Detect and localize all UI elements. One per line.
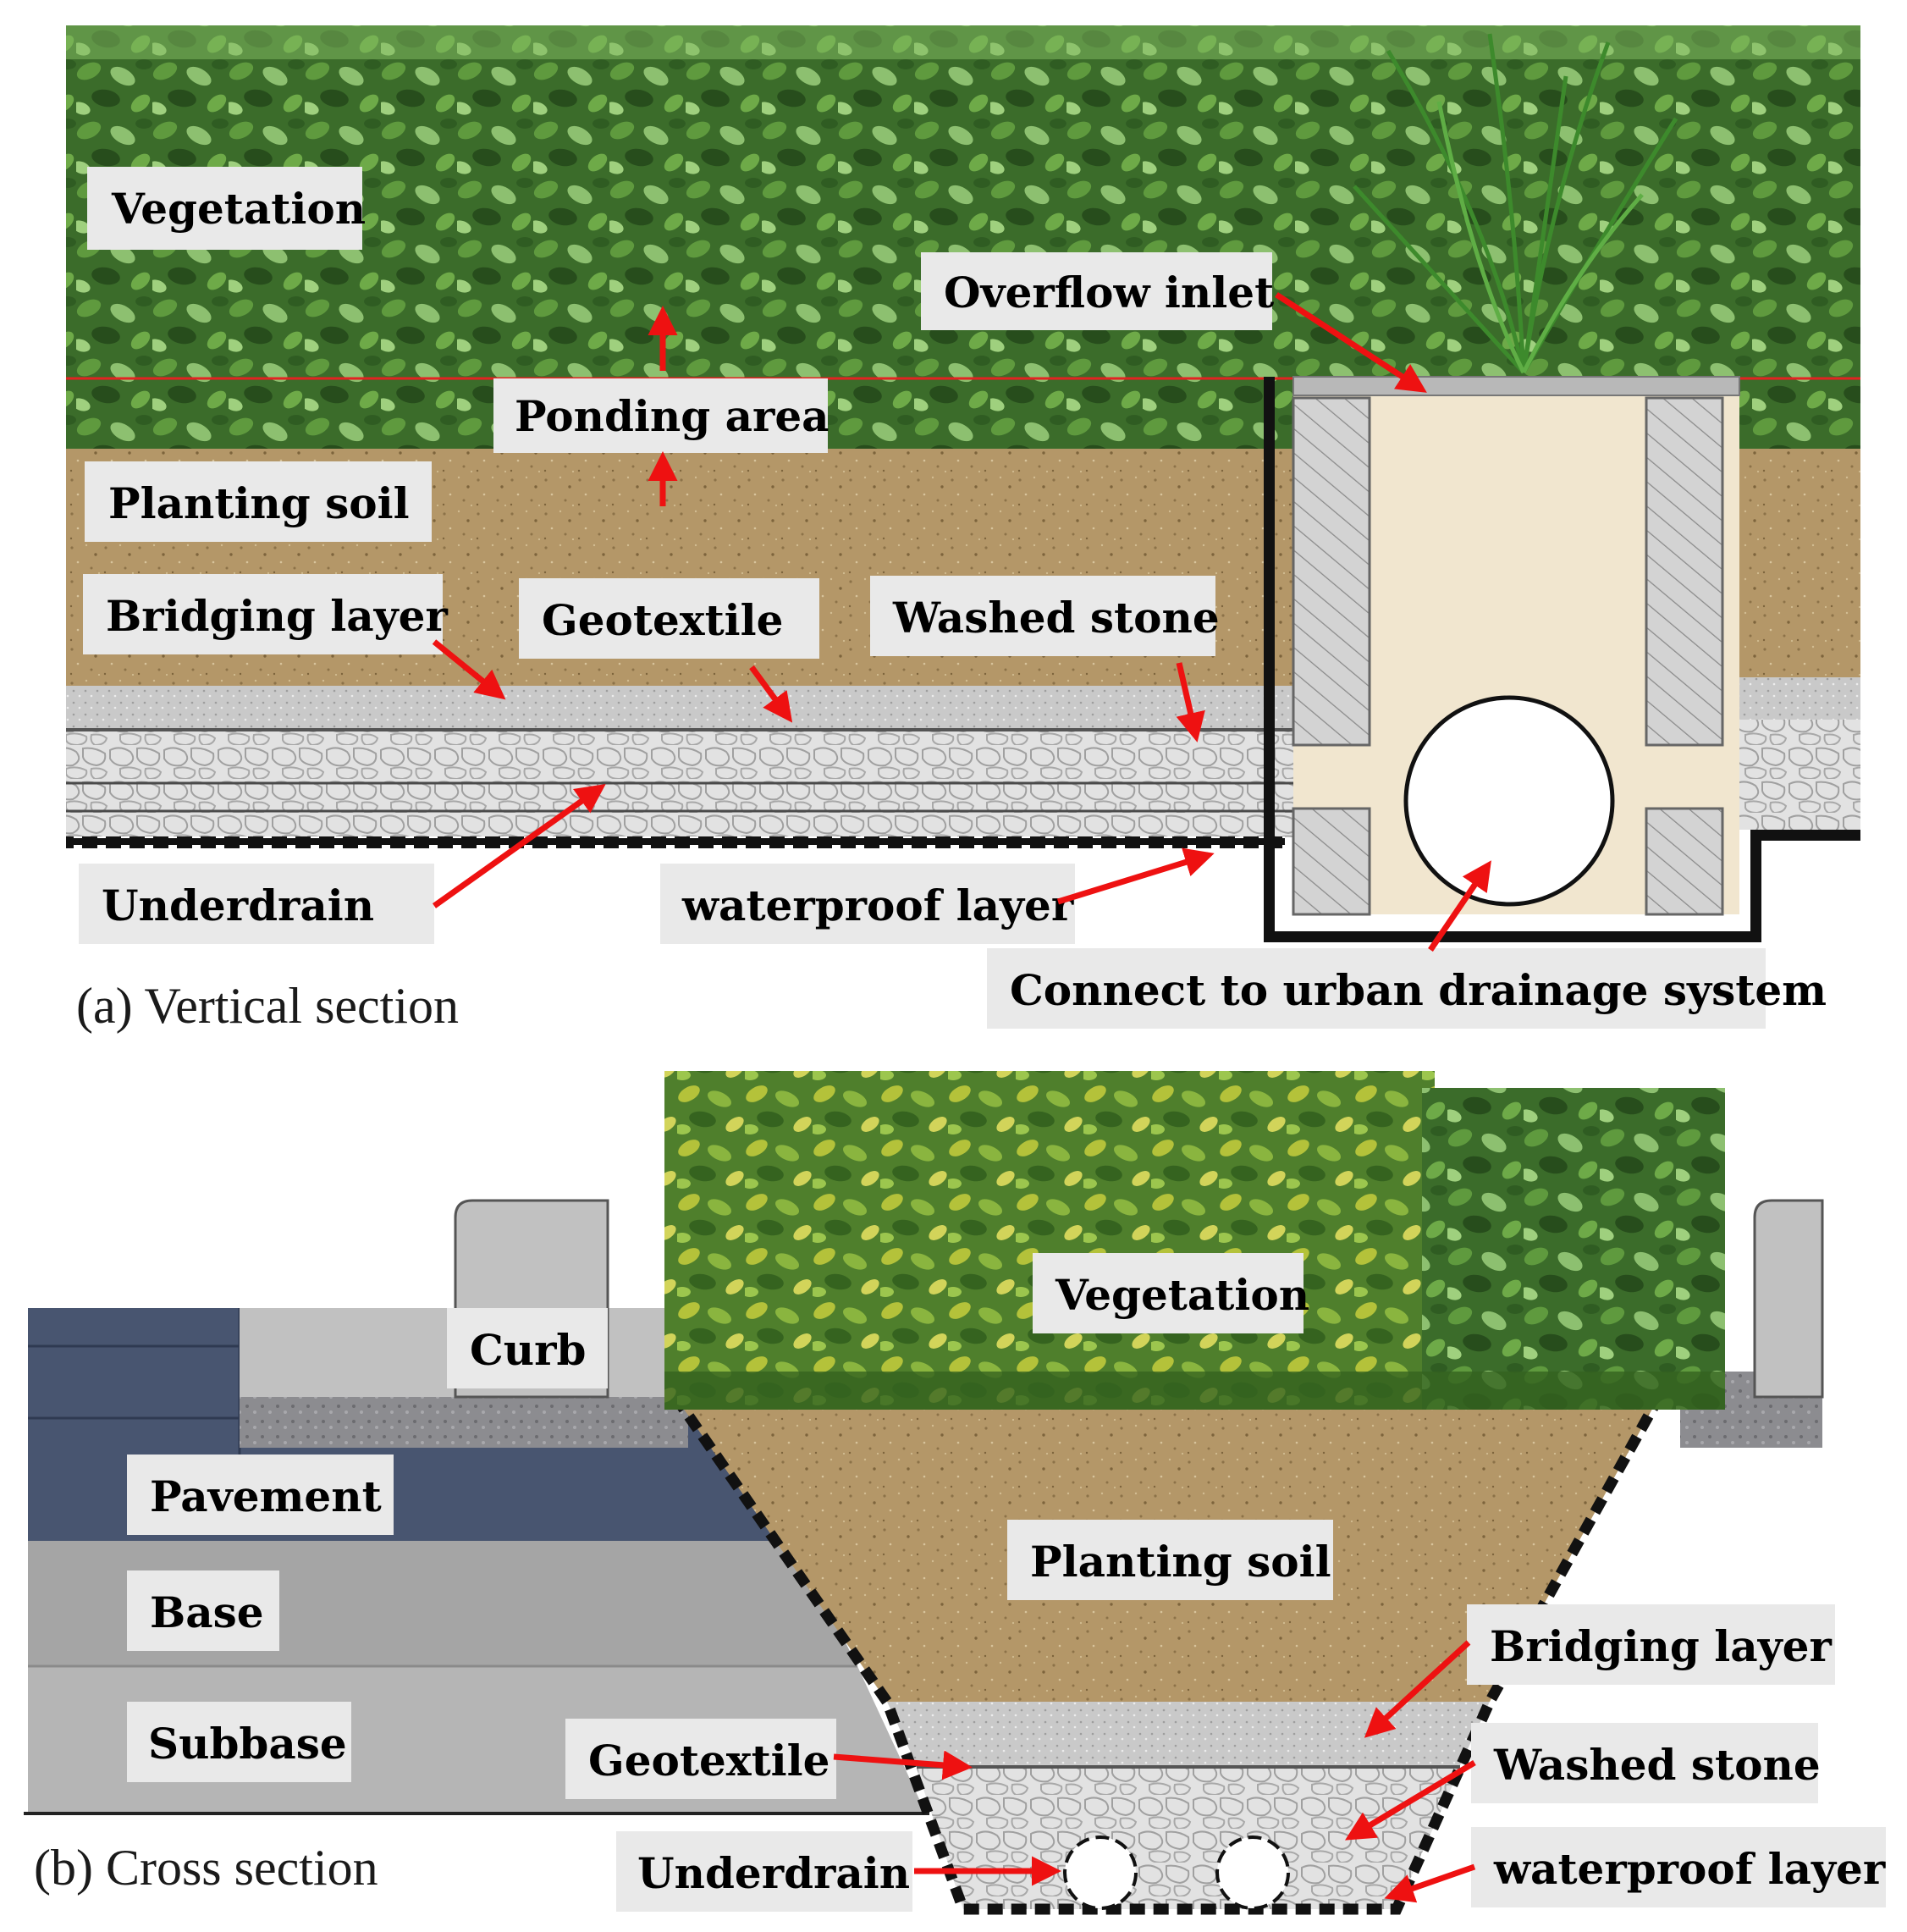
overflow-grate (1292, 376, 1740, 396)
svg-text:Bridging layer: Bridging layer (1490, 1621, 1832, 1671)
svg-text:Planting soil: Planting soil (1030, 1537, 1331, 1587)
svg-text:Washed stone: Washed stone (892, 593, 1220, 643)
svg-text:Connect to urban drainage syst: Connect to urban drainage system (1010, 965, 1827, 1015)
overflow-wall-left-lower (1292, 807, 1371, 916)
arrow-waterproof-a (1056, 847, 1215, 905)
overflow-box (1264, 376, 1860, 942)
xs-vegetation-left (664, 1071, 1435, 1410)
arrow-waterproof-b (1384, 1863, 1476, 1903)
label-vegetation-a: Vegetation (87, 167, 366, 250)
arrows-cross (833, 1640, 1476, 1903)
label-bridging-layer-b: Bridging layer (1467, 1604, 1835, 1685)
label-waterproof-layer-a: waterproof layer (660, 864, 1075, 944)
svg-text:Underdrain: Underdrain (102, 880, 374, 930)
xs-vegetation-base (664, 1372, 1725, 1410)
svg-text:Geotextile: Geotextile (588, 1736, 829, 1786)
label-washed-stone-b: Washed stone (1471, 1723, 1821, 1803)
svg-text:waterproof layer: waterproof layer (1493, 1844, 1886, 1894)
drain-pipe (1403, 695, 1615, 907)
svg-text:Base: Base (150, 1587, 264, 1637)
vs-bridging-layer (66, 686, 1293, 728)
vs-grass-clump (1353, 33, 1678, 374)
xs-gutter-gravel-left (240, 1397, 688, 1448)
svg-text:Overflow inlet: Overflow inlet (944, 268, 1274, 317)
xs-washed-stone-layer (917, 1769, 1460, 1909)
xs-vegetation-right (1422, 1088, 1725, 1410)
label-base: Base (127, 1570, 279, 1651)
label-waterproof-layer-b: waterproof layer (1471, 1827, 1886, 1907)
svg-text:Washed stone: Washed stone (1493, 1740, 1821, 1790)
label-subbase: Subbase (127, 1702, 351, 1782)
label-geotextile-b: Geotextile (565, 1719, 836, 1799)
arrow-bridging-a (432, 639, 506, 700)
label-overflow-inlet: Overflow inlet (921, 252, 1274, 330)
vs-planting-soil-right (1739, 449, 1860, 677)
label-connect-drainage: Connect to urban drainage system (987, 948, 1827, 1029)
svg-text:Bridging layer: Bridging layer (106, 591, 448, 641)
svg-text:Geotextile: Geotextile (542, 595, 783, 645)
label-washed-stone-a: Washed stone (870, 576, 1220, 656)
svg-text:Ponding area: Ponding area (515, 391, 829, 441)
vs-bridging-right (1739, 677, 1860, 720)
label-curb: Curb (447, 1308, 608, 1388)
xs-curb-right (1753, 1199, 1824, 1399)
vs-waterproof-layer (66, 836, 1285, 848)
xs-bridging-layer (887, 1702, 1490, 1765)
xs-underdrain-pipe-1 (1063, 1835, 1138, 1910)
vs-vegetation-highlight (66, 25, 1860, 59)
label-planting-soil-b: Planting soil (1007, 1520, 1333, 1600)
svg-text:Curb: Curb (470, 1325, 586, 1375)
xs-underdrain-pipe-2 (1215, 1835, 1290, 1910)
arrow-geotextile-b (833, 1750, 973, 1780)
vertical-section: Vegetation Overflow inlet Ponding area P… (66, 25, 1860, 1034)
svg-text:Pavement: Pavement (150, 1471, 382, 1521)
label-vegetation-b: Vegetation (1033, 1253, 1309, 1333)
vs-washed-stone-right (1739, 720, 1860, 830)
label-ponding-area: Ponding area (493, 378, 829, 453)
arrow-washed-stone-a (1176, 662, 1205, 742)
svg-text:Planting soil: Planting soil (108, 478, 410, 528)
arrow-geotextile-a (749, 665, 793, 723)
caption-vertical-section: (a) Vertical section (76, 978, 459, 1034)
cross-section: Vegetation Curb Pavement Base Subbase Pl… (24, 1071, 1886, 1915)
svg-text:Subbase: Subbase (148, 1719, 347, 1769)
arrow-bridging-b (1364, 1640, 1471, 1738)
label-geotextile-a: Geotextile (519, 578, 819, 659)
label-underdrain-b: Underdrain (616, 1831, 912, 1912)
overflow-wall-left-upper (1292, 396, 1371, 747)
label-underdrain-a: Underdrain (79, 864, 434, 944)
arrow-connect-drainage (1428, 860, 1491, 952)
arrows-vertical (432, 292, 1491, 952)
caption-cross-section: (b) Cross section (34, 1840, 378, 1896)
svg-text:Vegetation: Vegetation (111, 184, 366, 234)
label-bridging-layer-a: Bridging layer (83, 574, 448, 654)
label-pavement: Pavement (127, 1455, 394, 1535)
arrow-washed-stone-b (1344, 1759, 1476, 1841)
arrow-overflow-inlet (1275, 292, 1427, 393)
svg-text:Vegetation: Vegetation (1055, 1270, 1309, 1320)
overflow-wall-right-upper (1645, 396, 1724, 747)
overflow-wall-right-lower (1645, 807, 1724, 916)
label-planting-soil-a: Planting soil (85, 461, 432, 542)
arrow-underdrain-a (432, 783, 606, 908)
svg-text:Underdrain: Underdrain (637, 1848, 910, 1898)
svg-text:waterproof layer: waterproof layer (681, 880, 1074, 930)
